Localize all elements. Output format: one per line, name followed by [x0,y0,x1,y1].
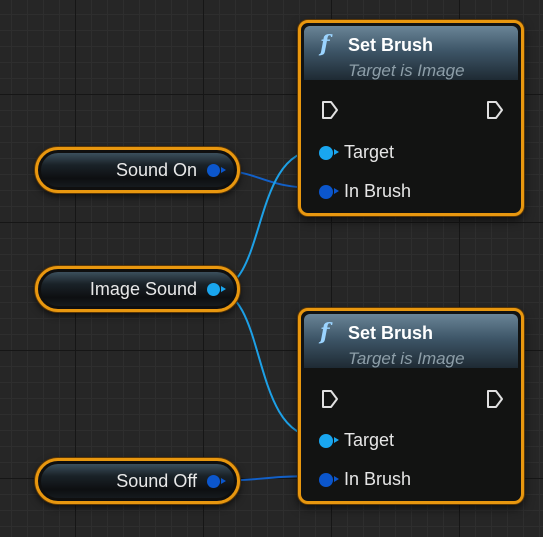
target-pin[interactable] [319,433,339,448]
function-icon: f [320,319,330,345]
in-brush-pin[interactable] [319,184,339,199]
in-brush-label: In Brush [344,469,412,489]
target-pin[interactable] [319,145,339,160]
function-icon: f [320,31,330,57]
in-brush-pin-row[interactable]: In Brush [319,469,411,490]
target-pin-row[interactable]: Target [319,430,394,451]
function-title: Set Brush [348,35,434,55]
target-label: Target [344,430,395,450]
in-brush-label: In Brush [344,181,412,201]
image-sound-label: Image Sound [89,278,197,299]
sound-on-variable-node[interactable]: Sound On [35,147,240,193]
in-brush-pin[interactable] [319,472,339,487]
target-pin-row[interactable]: Target [319,142,394,163]
sound-on-output-pin[interactable] [207,163,226,177]
exec-output-icon[interactable] [486,389,504,409]
image-sound-output-pin[interactable] [207,282,226,296]
in-brush-pin-row[interactable]: In Brush [319,181,411,202]
image-sound-variable-node[interactable]: Image Sound [35,266,240,312]
set-brush-header: f Set Brush Target is Image [304,314,518,368]
sound-on-label: Sound On [115,159,197,180]
target-label: Target [344,142,395,162]
exec-input-icon[interactable] [321,389,339,409]
exec-output-icon[interactable] [486,100,504,120]
sound-off-output-pin[interactable] [207,474,226,488]
set-brush-header: f Set Brush Target is Image [304,26,518,80]
sound-off-label: Sound Off [116,470,197,491]
function-subtitle: Target is Image [348,349,465,368]
exec-input-icon[interactable] [321,100,339,120]
function-title: Set Brush [348,323,434,343]
sound-off-variable-node[interactable]: Sound Off [35,458,240,504]
set-brush-node-bottom[interactable]: f Set Brush Target is Image Target In Br… [298,308,524,504]
set-brush-node-top[interactable]: f Set Brush Target is Image Target In Br… [298,20,524,216]
function-subtitle: Target is Image [348,61,465,80]
